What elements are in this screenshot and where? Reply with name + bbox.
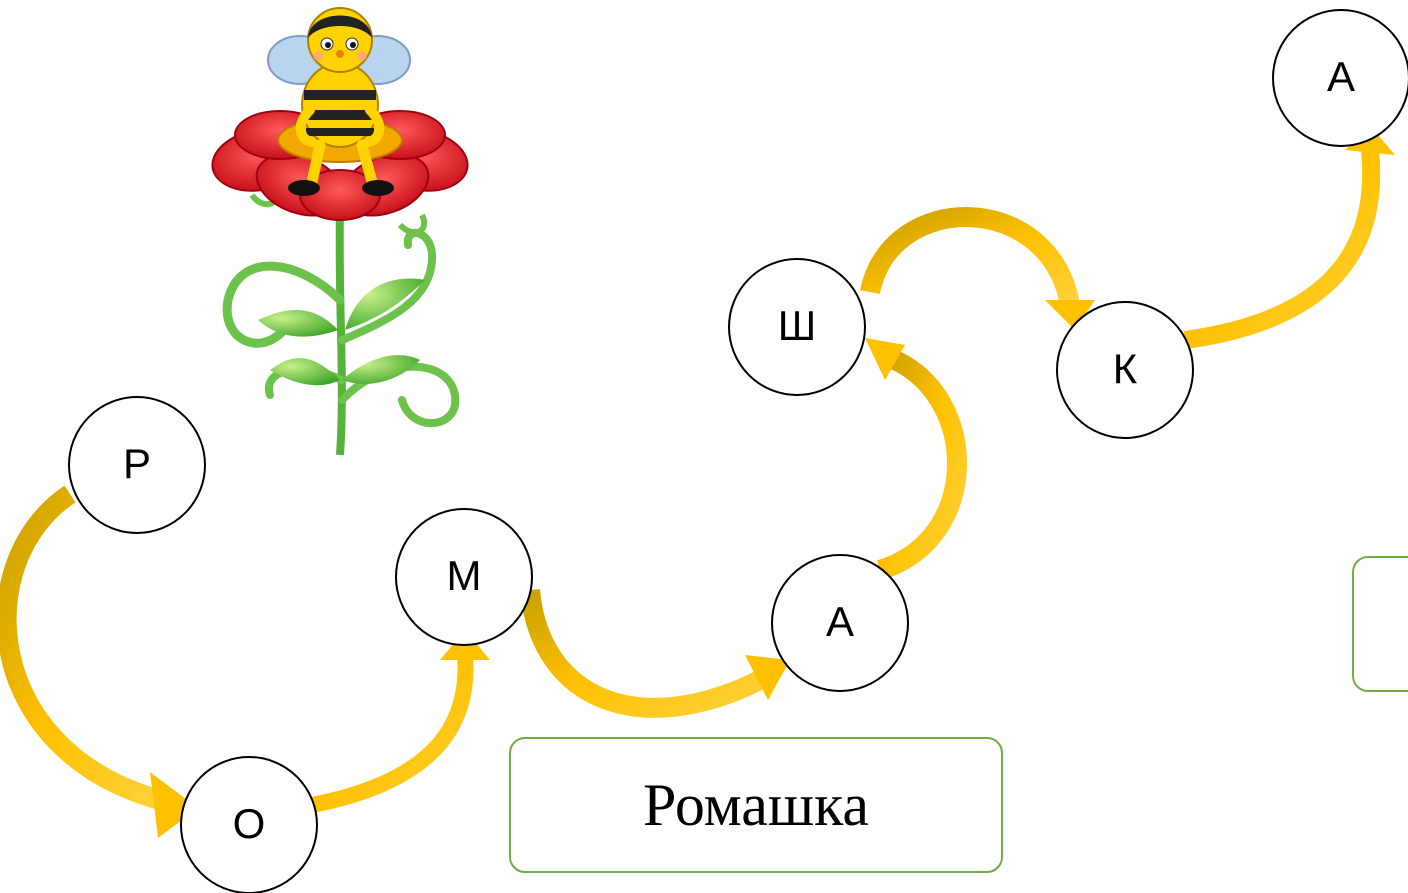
letter-r: Р	[123, 440, 151, 487]
arrow-a-to-sh	[865, 338, 967, 580]
letter-node-k: К	[1056, 301, 1194, 439]
answer-box: Ромашка	[509, 737, 1003, 873]
letter-k: К	[1113, 345, 1138, 392]
bee-on-flower-icon	[211, 7, 469, 456]
letter-sh: Ш	[778, 302, 817, 349]
letter-a2: А	[1327, 53, 1355, 100]
letter-node-r: Р	[68, 396, 206, 534]
letter-m: М	[447, 552, 482, 599]
answer-word: Ромашка	[643, 771, 869, 838]
letter-node-a2: А	[1272, 9, 1408, 147]
letter-node-o: О	[180, 756, 318, 893]
letter-node-a1: А	[771, 554, 909, 692]
letter-node-sh: Ш	[728, 258, 866, 396]
answer-box-offscreen	[1352, 556, 1408, 692]
arrow-sh-to-k	[860, 207, 1095, 330]
letter-node-m: М	[395, 508, 533, 646]
arrow-r-to-o	[0, 485, 198, 838]
letter-a1: А	[826, 598, 854, 645]
letter-o: О	[233, 800, 266, 847]
arrow-o-to-m	[310, 630, 490, 813]
arrow-k-to-a2	[1183, 128, 1395, 349]
arrow-m-to-a	[520, 588, 790, 718]
